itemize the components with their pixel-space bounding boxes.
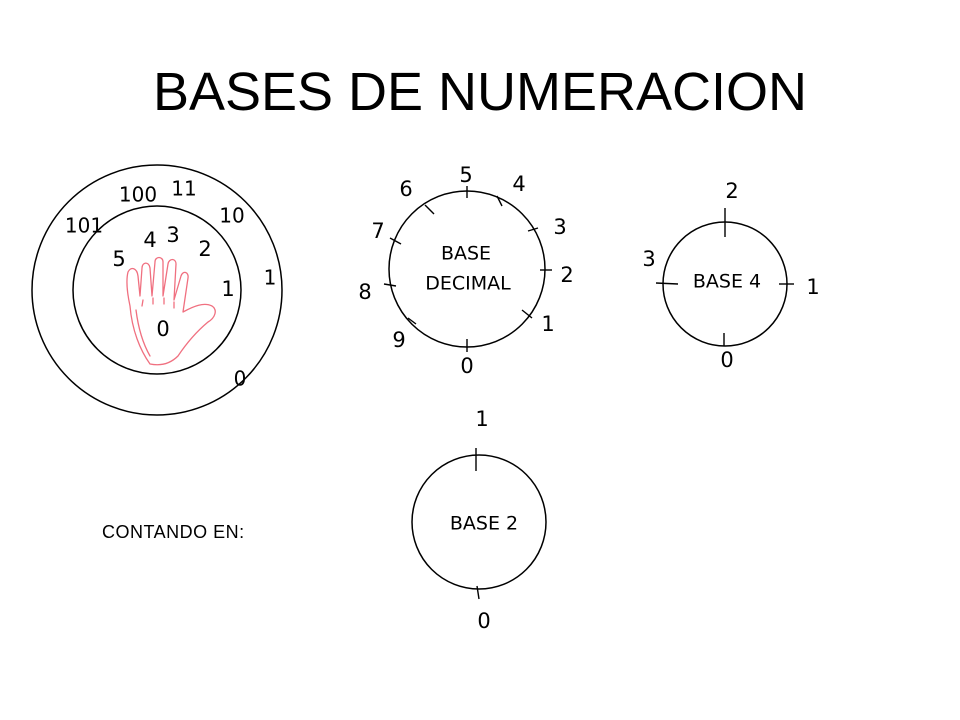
outer-label-1: 1	[264, 266, 277, 290]
inner-label-5: 5	[112, 247, 125, 271]
decimal-digit-8: 8	[358, 280, 371, 304]
decimal-tick-9	[407, 317, 417, 325]
outer-label-11: 11	[171, 177, 196, 201]
inner-label-4: 4	[143, 228, 156, 252]
hand-counting-diagram: 0 1 10 11 100 101 0 1 2 3 4 5	[31, 164, 283, 416]
outer-label-0: 0	[234, 367, 247, 391]
hand-palm-line	[135, 309, 151, 357]
slide-title: BASES DE NUMERACION	[152, 62, 808, 122]
base2-circle	[411, 454, 547, 590]
base4-label: BASE 4	[693, 271, 761, 293]
outer-label-101: 101	[65, 214, 103, 238]
hand-drawing	[126, 256, 216, 366]
base2-label: BASE 2	[450, 513, 518, 535]
inner-label-3: 3	[166, 223, 179, 247]
decimal-digit-9: 9	[392, 328, 405, 352]
inner-label-0: 0	[156, 317, 169, 341]
base4-digit-3: 3	[642, 247, 655, 271]
base4-tick-3	[655, 282, 679, 285]
decimal-tick-4	[496, 195, 503, 207]
base4-digit-0: 0	[720, 348, 733, 372]
decimal-tick-8	[383, 283, 397, 287]
inner-ring	[72, 205, 242, 375]
base4-digit-1: 1	[806, 275, 819, 299]
hand-knuckles	[141, 297, 175, 309]
base2-digit-1: 1	[475, 407, 488, 431]
decimal-tick-7	[389, 237, 402, 245]
base-decimal-diagram: BASE DECIMAL 0 1 2 3 4 5 6 7 8 9	[358, 163, 573, 378]
inner-label-2: 2	[198, 237, 211, 261]
decimal-digit-5: 5	[459, 163, 472, 187]
base-2-diagram: BASE 2 0 1	[411, 407, 547, 633]
decimal-digit-7: 7	[371, 219, 384, 243]
decimal-label-line1: BASE	[441, 243, 491, 265]
decimal-tick-3	[527, 227, 539, 232]
decimal-digit-0: 0	[460, 354, 473, 378]
base-4-diagram: BASE 4 0 1 2 3	[642, 179, 819, 372]
decimal-digit-3: 3	[553, 215, 566, 239]
base2-digit-0: 0	[477, 609, 490, 633]
base2-tick-0	[476, 585, 480, 600]
outer-label-10: 10	[219, 204, 244, 228]
decimal-label-line2: DECIMAL	[425, 273, 511, 295]
base4-digit-2: 2	[725, 179, 738, 203]
decimal-digit-2: 2	[560, 263, 573, 287]
outer-ring	[31, 164, 283, 416]
inner-label-1: 1	[221, 277, 234, 301]
decimal-circle	[388, 190, 546, 348]
outer-label-100: 100	[119, 183, 157, 207]
decimal-tick-1	[521, 309, 533, 319]
decimal-tick-6	[424, 204, 435, 215]
decimal-digit-4: 4	[512, 172, 525, 196]
decimal-digit-6: 6	[399, 177, 412, 201]
decimal-digit-1: 1	[541, 312, 554, 336]
counting-caption: CONTANDO EN:	[102, 522, 245, 542]
